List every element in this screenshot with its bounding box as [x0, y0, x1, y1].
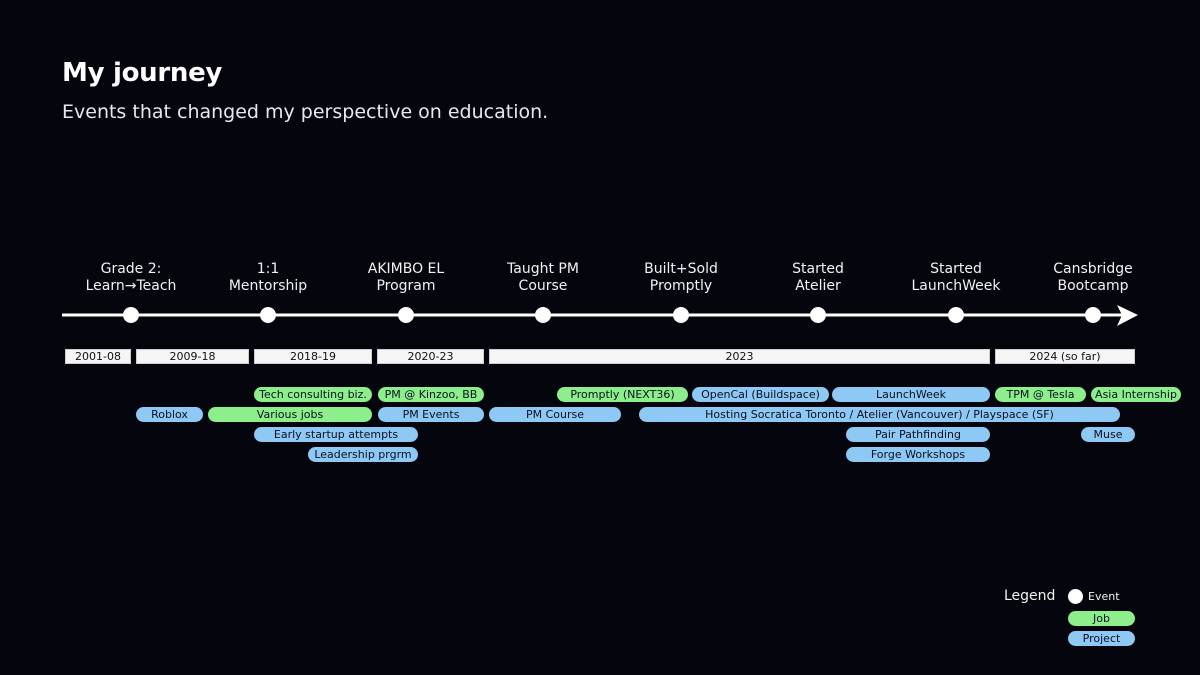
- project-pill: Forge Workshops: [846, 447, 990, 462]
- event-marker: [260, 307, 276, 323]
- legend-event-dot: [1068, 589, 1083, 604]
- event-label-line: Mentorship: [228, 278, 308, 294]
- period-label: 2020-23: [377, 349, 484, 364]
- page-subtitle: Events that changed my perspective on ed…: [62, 101, 549, 123]
- period-label: 2009-18: [136, 349, 249, 364]
- event-marker: [398, 307, 414, 323]
- event-label-line: Promptly: [649, 278, 713, 294]
- event-label-line: Built+Sold: [644, 261, 718, 277]
- job-pill: Tech consulting biz.: [254, 387, 372, 402]
- job-pill: Various jobs: [208, 407, 372, 422]
- event-marker: [123, 307, 139, 323]
- event-label-line: Cansbridge: [1053, 261, 1133, 277]
- legend-title: Legend: [1004, 588, 1056, 604]
- project-pill: LaunchWeek: [832, 387, 990, 402]
- project-pill: Muse: [1081, 427, 1135, 442]
- event-label-line: AKIMBO EL: [367, 261, 445, 277]
- job-pill: Asia Internship: [1091, 387, 1181, 402]
- job-pill: PM @ Kinzoo, BB: [378, 387, 484, 402]
- event-marker: [810, 307, 826, 323]
- period-label: 2018-19: [254, 349, 372, 364]
- project-pill: Pair Pathfinding: [846, 427, 990, 442]
- event-label-line: Grade 2:: [100, 261, 162, 277]
- period-label: 2001-08: [65, 349, 131, 364]
- project-pill: Early startup attempts: [254, 427, 418, 442]
- event-label-line: Atelier: [795, 278, 841, 294]
- event-marker: [948, 307, 964, 323]
- page-title: My journey: [62, 58, 223, 88]
- project-pill: Leadership prgrm: [308, 447, 418, 462]
- project-pill: Roblox: [136, 407, 203, 422]
- event-label-line: Program: [376, 278, 436, 294]
- event-label-line: Course: [518, 278, 568, 294]
- event-label-line: Bootcamp: [1057, 278, 1129, 294]
- event-label: Grade 2:Learn→Teach: [61, 261, 201, 295]
- event-label-line: Taught PM: [507, 261, 579, 277]
- project-pill: Hosting Socratica Toronto / Atelier (Van…: [639, 407, 1120, 422]
- event-label-line: Started: [930, 261, 982, 277]
- event-label-line: 1:1: [256, 261, 280, 277]
- period-label: 2023: [489, 349, 990, 364]
- job-pill: Promptly (NEXT36): [557, 387, 688, 402]
- event-marker: [535, 307, 551, 323]
- legend-event-label: Event: [1088, 590, 1120, 603]
- job-pill: TPM @ Tesla: [995, 387, 1086, 402]
- event-marker: [1085, 307, 1101, 323]
- event-label-line: Started: [792, 261, 844, 277]
- legend-job: Job: [1068, 611, 1135, 626]
- event-label-line: LaunchWeek: [911, 278, 1001, 294]
- project-pill: PM Course: [489, 407, 621, 422]
- event-marker: [673, 307, 689, 323]
- event-label-line: Learn→Teach: [85, 278, 177, 294]
- project-pill: OpenCal (Buildspace): [692, 387, 829, 402]
- legend-project: Project: [1068, 631, 1135, 646]
- timeline-arrowhead: [1117, 305, 1138, 326]
- project-pill: PM Events: [378, 407, 484, 422]
- period-label: 2024 (so far): [995, 349, 1135, 364]
